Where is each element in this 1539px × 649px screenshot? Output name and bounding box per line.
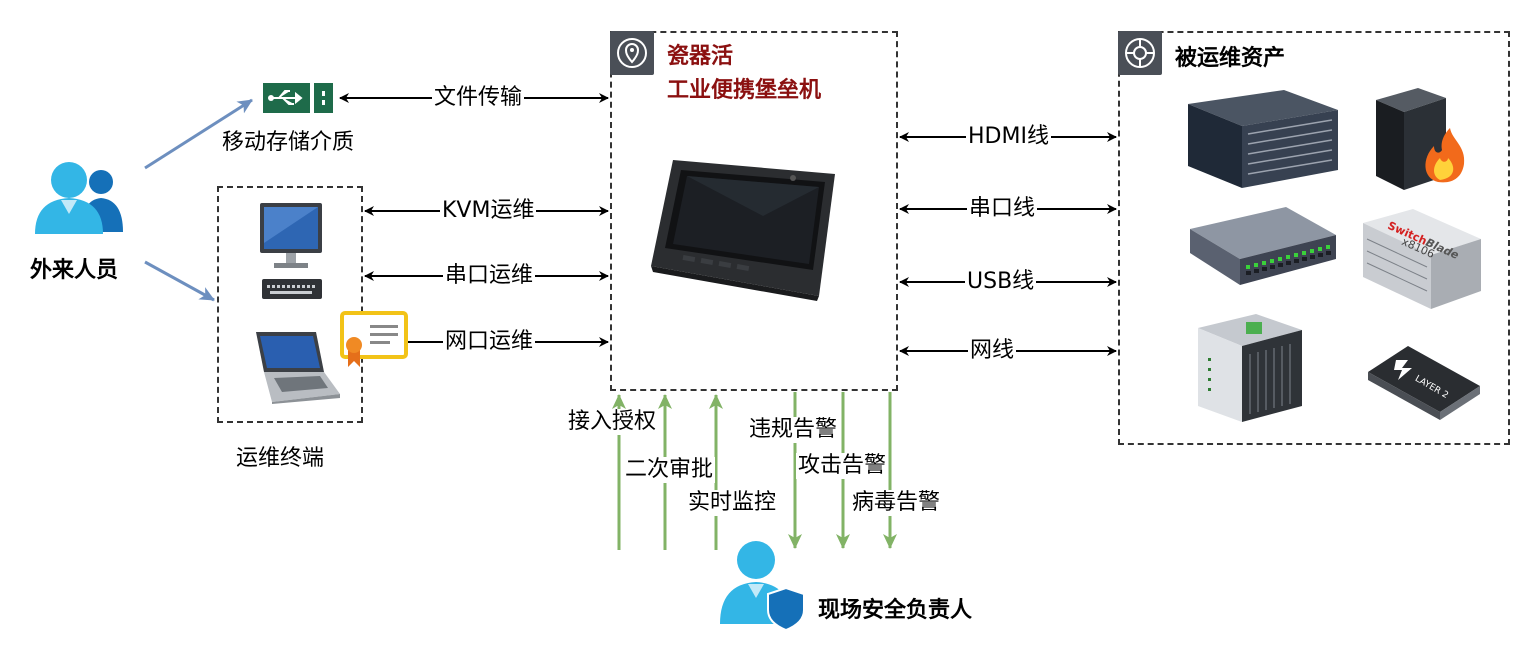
- monitor-label: 实时监控: [686, 490, 779, 516]
- attack-label: 攻击告警: [796, 453, 889, 479]
- safety-officer-label: 现场安全负责人: [818, 598, 973, 623]
- serial-cable-label: 串口线: [967, 196, 1038, 222]
- certificate-icon: [340, 311, 408, 369]
- bastion-title-line1: 瓷器活: [667, 44, 734, 69]
- terminal-group-box: [217, 186, 363, 423]
- rack-server-icon: [1188, 90, 1338, 188]
- laptop-icon: [250, 332, 342, 404]
- terminal-label: 运维终端: [236, 446, 325, 471]
- firewall-icon: [1376, 88, 1468, 190]
- file-transfer-label: 文件传输: [432, 85, 525, 111]
- virus-label: 病毒告警: [850, 490, 943, 516]
- safety-officer-icon: [720, 540, 806, 632]
- usb-label: USB线: [965, 269, 1037, 295]
- kvm-label: KVM运维: [440, 198, 537, 224]
- assets-header-icon: [1118, 31, 1162, 75]
- serial-ops-label: 串口运维: [443, 263, 536, 289]
- net-cable-label: 网线: [968, 338, 1017, 364]
- violation-label: 违规告警: [747, 417, 840, 443]
- bastion-box: [610, 31, 898, 391]
- usb-storage-icon: [263, 83, 333, 113]
- user-to-terminal-arrow: [144, 260, 215, 302]
- network-shield-icon: [1125, 38, 1155, 68]
- switchblade-chassis-icon: SwitchBlade x8106: [1363, 209, 1481, 309]
- external-user-icon: [33, 158, 128, 236]
- network-switch-icon: [1190, 207, 1336, 285]
- assets-box: [1118, 31, 1510, 445]
- bastion-title-line2: 工业便携堡垒机: [667, 78, 822, 103]
- external-user-label: 外来人员: [30, 258, 119, 283]
- rugged-tablet-icon: [643, 156, 843, 301]
- hdmi-label: HDMI线: [966, 124, 1051, 150]
- location-pin-icon: [617, 38, 647, 68]
- assets-title: 被运维资产: [1175, 46, 1286, 71]
- second-approval-label: 二次审批: [623, 457, 716, 483]
- storage-label: 移动存储介质: [222, 130, 355, 155]
- user-to-storage-arrow: [144, 98, 253, 170]
- bastion-header-icon: [610, 31, 654, 75]
- industrial-module-icon: [1198, 314, 1302, 422]
- network-ops-label: 网口运维: [443, 329, 536, 355]
- layer2-switch-icon: LAYER 2: [1368, 346, 1480, 420]
- desktop-monitor-icon: [258, 203, 324, 301]
- access-label: 接入授权: [566, 409, 659, 435]
